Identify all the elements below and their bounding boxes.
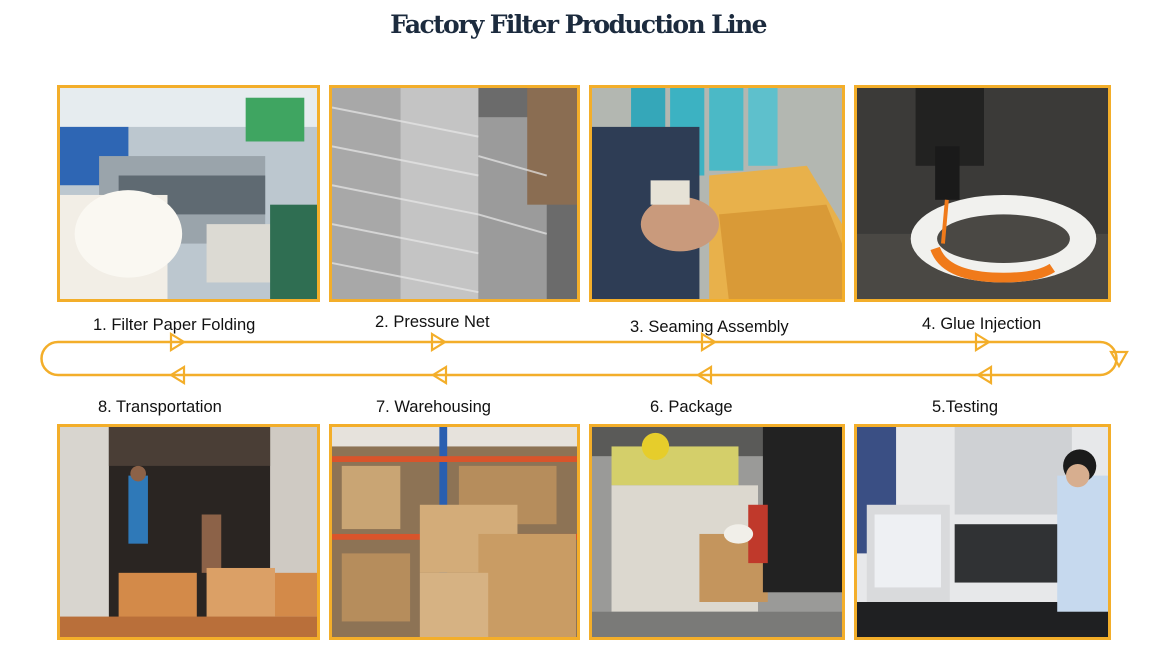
page-title: Factory Filter Production Line: [390, 10, 767, 39]
flow-arrow-right-icon: [169, 332, 187, 352]
step-2-label: 2. Pressure Net: [375, 313, 490, 331]
flow-arrow-left-icon: [975, 365, 993, 385]
step-7-photo: [329, 424, 580, 640]
flow-arrow-left-icon: [695, 365, 713, 385]
step-3-photo: [589, 85, 845, 302]
flow-arrow-right-icon: [430, 332, 448, 352]
flow-arrow-left-icon: [430, 365, 448, 385]
step-8-photo: [57, 424, 320, 640]
step-5-photo: [854, 424, 1111, 640]
flow-arrow-left-icon: [168, 365, 186, 385]
step-4-photo: [854, 85, 1111, 302]
step-2-photo: [329, 85, 580, 302]
step-7-label: 7. Warehousing: [376, 398, 491, 416]
step-5-label: 5.Testing: [932, 398, 999, 416]
step-6-label: 6. Package: [650, 398, 733, 416]
step-4-label: 4. Glue Injection: [922, 315, 1042, 333]
step-6-photo: [589, 424, 845, 640]
step-8-label: 8. Transportation: [98, 398, 222, 416]
step-1-photo: [57, 85, 320, 302]
flow-arrow-down-icon: [1109, 350, 1129, 369]
step-1-label: 1. Filter Paper Folding: [93, 316, 256, 334]
step-3-label: 3. Seaming Assembly: [630, 318, 789, 336]
flow-arrow-right-icon: [974, 332, 992, 352]
